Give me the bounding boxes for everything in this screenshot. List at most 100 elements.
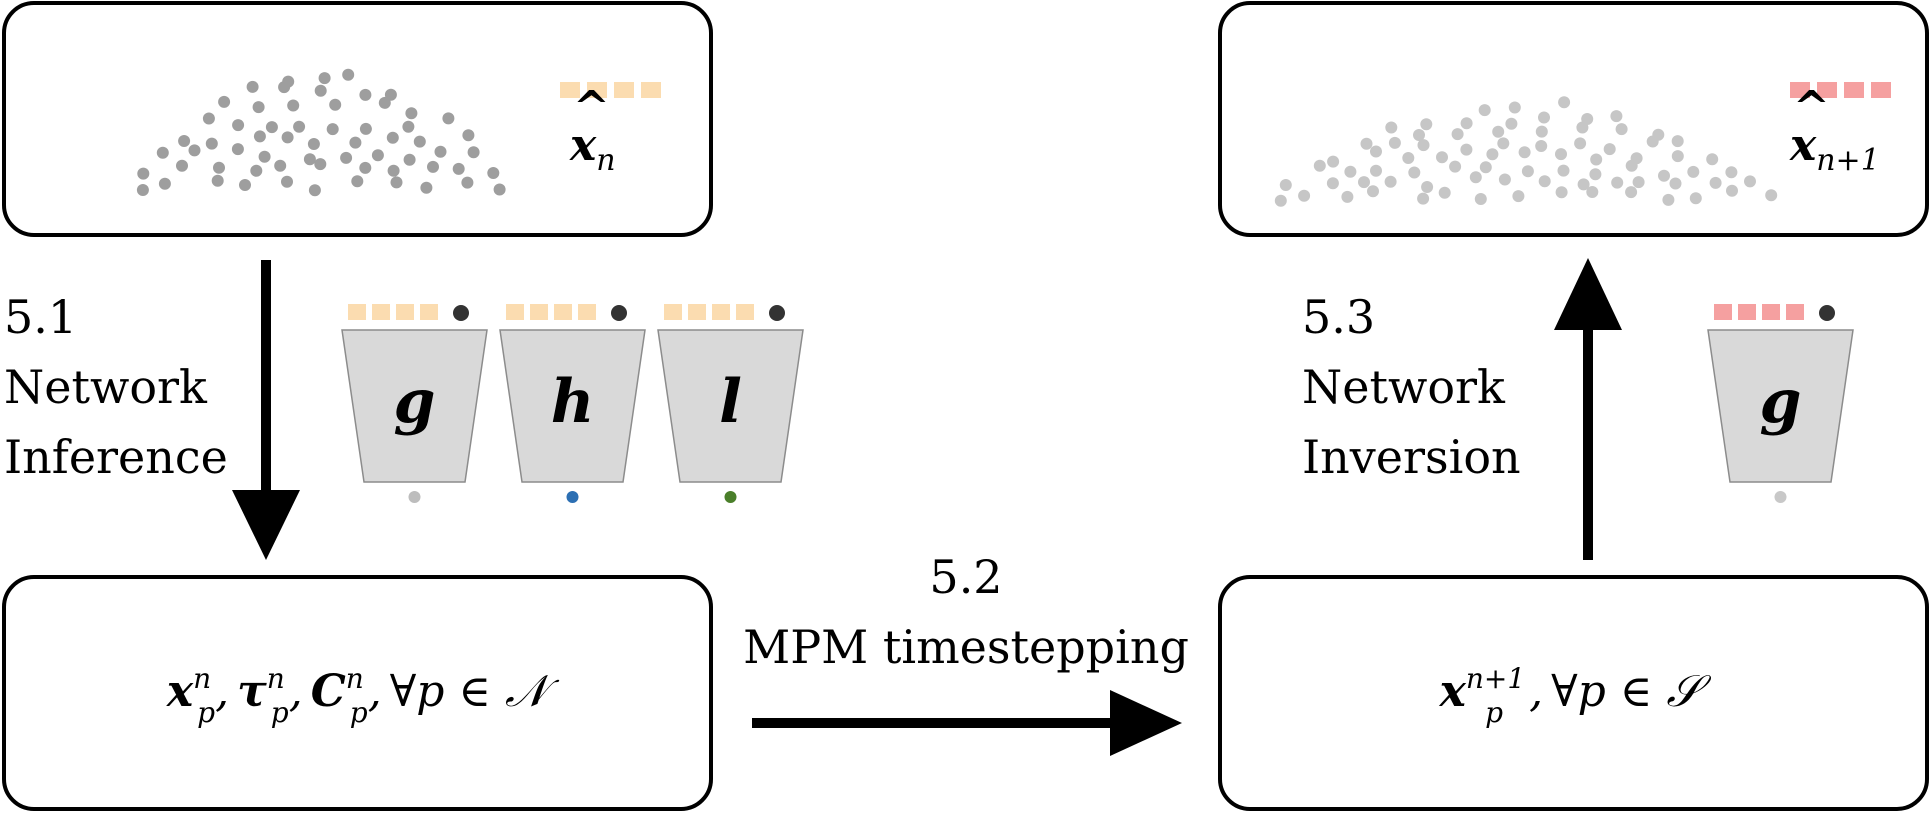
particle-current-19 bbox=[427, 160, 439, 173]
particle-current-3 bbox=[239, 179, 251, 191]
step-number-inference: 5.1 bbox=[4, 290, 77, 344]
particle-next-19 bbox=[1421, 181, 1434, 193]
inference-network-h-input-cell-0 bbox=[506, 304, 524, 320]
latent-next-cell-2 bbox=[1844, 82, 1864, 98]
step-label-inference: 5.1 Network Inference bbox=[4, 290, 228, 484]
particle-current-6 bbox=[351, 175, 364, 188]
inference-network-l-label: l bbox=[719, 367, 742, 437]
particle-next-31 bbox=[1370, 164, 1382, 177]
step-title-inference-line1: Network bbox=[4, 360, 208, 414]
inferred-sep-2: , bbox=[289, 666, 303, 717]
step-label-inversion: 5.3 Network Inversion bbox=[1302, 290, 1521, 484]
latent-subscript-next: n+1 bbox=[1816, 143, 1880, 178]
inversion-network-g-output-dot bbox=[1774, 491, 1787, 503]
particle-next-4 bbox=[1417, 192, 1430, 205]
inference-arrowhead bbox=[232, 490, 300, 560]
advanced-quantifier: ∀p ∈ 𝒮 bbox=[1551, 666, 1711, 717]
particle-next-54 bbox=[1388, 136, 1401, 149]
particle-next-9 bbox=[1586, 186, 1599, 198]
particle-current-40 bbox=[462, 129, 475, 142]
particle-next-1 bbox=[1298, 189, 1311, 202]
particle-next-73 bbox=[1505, 117, 1518, 130]
particle-current-5 bbox=[308, 184, 321, 197]
particle-current-54 bbox=[405, 107, 418, 120]
particle-current-20 bbox=[452, 162, 465, 175]
particle-current-21 bbox=[487, 167, 500, 179]
particle-next-51 bbox=[1671, 150, 1684, 163]
particle-next-45 bbox=[1436, 151, 1448, 164]
particle-current-10 bbox=[493, 183, 506, 196]
particle-current-24 bbox=[231, 143, 244, 156]
particle-next-67 bbox=[1535, 125, 1548, 138]
particle-next-15 bbox=[1279, 179, 1292, 191]
latent-subscript-current: n bbox=[596, 143, 615, 178]
inference-network-l-input-dot bbox=[769, 305, 785, 321]
latent-next-cell-0 bbox=[1790, 82, 1810, 98]
particle-next-17 bbox=[1358, 176, 1370, 189]
particle-next-14 bbox=[1765, 189, 1778, 202]
particle-current-43 bbox=[265, 121, 278, 134]
inferred-term-x-sub: p bbox=[197, 696, 215, 729]
particle-current-29 bbox=[403, 153, 416, 166]
particle-next-58 bbox=[1535, 140, 1548, 152]
inference-network-l-input-cell-3 bbox=[736, 304, 754, 320]
particle-next-65 bbox=[1451, 128, 1464, 141]
particle-next-56 bbox=[1460, 143, 1473, 156]
particle-current-12 bbox=[176, 159, 188, 172]
particle-current-45 bbox=[326, 123, 339, 136]
particle-next-52 bbox=[1706, 153, 1719, 166]
svg-text:xn+1: xn+1 bbox=[1789, 120, 1880, 178]
particle-next-34 bbox=[1479, 161, 1492, 174]
latent-current-cell-0 bbox=[560, 82, 580, 98]
particle-current-39 bbox=[413, 135, 426, 148]
particle-next-47 bbox=[1518, 146, 1531, 159]
particle-current-35 bbox=[281, 131, 294, 144]
inference-network-l-input-cell-1 bbox=[688, 304, 706, 320]
particle-next-21 bbox=[1498, 173, 1511, 186]
particle-next-26 bbox=[1669, 177, 1682, 190]
step-title-timestepping: MPM timestepping bbox=[743, 620, 1189, 674]
inference-network-h-input-cell-1 bbox=[530, 304, 548, 320]
particle-next-71 bbox=[1420, 118, 1433, 131]
particle-next-18 bbox=[1384, 175, 1397, 188]
particle-next-0 bbox=[1274, 194, 1287, 207]
particle-next-70 bbox=[1652, 128, 1665, 141]
next-particle-cloud bbox=[1274, 96, 1778, 207]
inversion-network-g-input-cell-2 bbox=[1762, 304, 1780, 320]
particle-next-29 bbox=[1313, 159, 1326, 172]
inferred-term-x: x bbox=[166, 666, 194, 717]
particle-next-64 bbox=[1413, 129, 1425, 141]
particle-current-26 bbox=[303, 153, 316, 166]
inferred-term-c: C bbox=[311, 666, 346, 717]
inference-network-h-body bbox=[499, 329, 646, 483]
particle-next-77 bbox=[1478, 104, 1491, 117]
particle-next-66 bbox=[1492, 125, 1505, 138]
particle-next-24 bbox=[1611, 176, 1624, 189]
latent-label-next: xn+1 ^ bbox=[1789, 82, 1880, 178]
particle-current-14 bbox=[250, 164, 263, 177]
inference-network-g-input-dot bbox=[453, 305, 469, 321]
particle-current-50 bbox=[252, 101, 265, 114]
particle-next-55 bbox=[1417, 139, 1430, 152]
particle-next-32 bbox=[1408, 166, 1421, 179]
particle-next-11 bbox=[1662, 193, 1675, 206]
inferred-term-tau-sub: p bbox=[271, 696, 289, 729]
inferred-sep-3: , bbox=[368, 666, 382, 717]
latent-current-cell-1 bbox=[587, 82, 607, 98]
particle-next-8 bbox=[1555, 186, 1568, 199]
particle-next-79 bbox=[1558, 96, 1571, 109]
particle-current-46 bbox=[359, 122, 372, 135]
particle-current-11 bbox=[137, 167, 150, 180]
inferred-term-c-sup: n bbox=[346, 662, 364, 695]
particle-current-30 bbox=[434, 145, 447, 158]
latent-hat-current: ^ bbox=[573, 82, 610, 133]
inference-network-g-input-cell-3 bbox=[420, 304, 438, 320]
particle-current-15 bbox=[274, 159, 287, 172]
latent-symbol-current: x bbox=[569, 120, 597, 171]
particle-next-27 bbox=[1709, 176, 1722, 189]
particle-next-48 bbox=[1555, 148, 1567, 161]
particle-current-23 bbox=[188, 144, 201, 157]
step-number-inversion: 5.3 bbox=[1302, 290, 1375, 344]
particle-next-25 bbox=[1632, 176, 1645, 189]
step-title-inversion-line1: Network bbox=[1302, 360, 1506, 414]
